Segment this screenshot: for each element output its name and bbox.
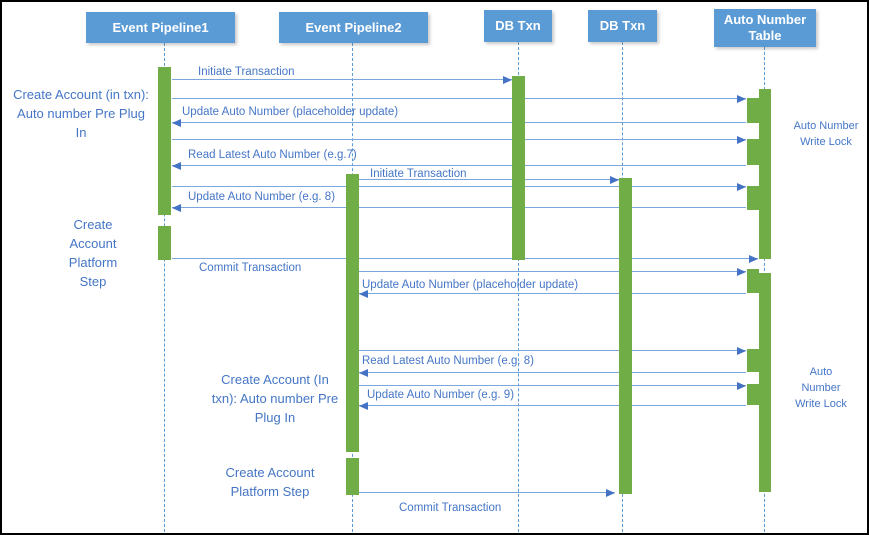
annotation-label: Create Account Platform Step [68,217,118,289]
message-label: Read Latest Auto Number (e.g. 8) [362,355,534,367]
arrowhead-icon [503,76,512,84]
arrowhead-icon [359,290,368,298]
arrowhead-icon [610,176,619,184]
lifeline-event-pipeline-1 [164,43,165,532]
arrowhead-icon [737,136,746,144]
annotation-label: Create Account (in txn): Auto number Pre… [13,87,149,140]
message-arrow [359,350,746,351]
arrowhead-icon [737,382,746,390]
activation-bar [512,76,525,260]
message-arrow [359,372,746,373]
arrowhead-icon [737,268,746,276]
lock-bar [747,98,759,123]
message-label: Read Latest Auto Number (e.g.7) [188,149,357,161]
activation-bar [158,226,171,260]
annotation-label: Create Account (In txn): Auto number Pre… [211,372,339,425]
message-arrow [172,258,758,259]
message-label: Initiate Transaction [198,66,295,78]
activation-bar [619,178,632,494]
message-arrow [172,165,746,166]
message-arrow [359,405,746,406]
activation-bar [346,458,359,495]
message-arrow [172,122,746,123]
lock-bar [747,269,759,293]
message-label: Update Auto Number (e.g. 8) [188,191,336,203]
message-label: Commit Transaction [199,262,302,274]
message-arrow [172,186,746,187]
annotation-label: Auto Number Write Lock [795,366,847,410]
activation-bar [759,273,771,492]
lock-bar [747,186,759,210]
actor-auto-number-table: Auto Number Table [714,9,816,47]
annotation-label: Auto Number Write Lock [793,120,859,148]
message-label: Commit Transaction [399,502,502,514]
message-arrow [359,293,746,294]
message-arrow [359,179,619,180]
actor-event-pipeline-1: Event Pipeline1 [86,12,235,43]
message-label: Update Auto Number (e.g. 9) [367,389,515,401]
message-arrow [172,139,746,140]
message-arrow [172,79,512,80]
arrowhead-icon [749,255,758,263]
message-arrow [172,207,746,208]
lock-bar [747,384,759,405]
arrowhead-icon [359,369,368,377]
activation-bar [346,174,359,452]
lifeline-db-txn-1 [518,42,519,532]
arrowhead-icon [737,183,746,191]
actor-db-txn-2: DB Txn [588,10,657,42]
lock-bar [747,349,759,372]
activation-bar [158,67,171,215]
message-arrow [172,98,746,99]
message-arrow [359,271,746,272]
arrowhead-icon [359,402,368,410]
annotation-label: Create Account Platform Step [225,465,315,499]
arrowhead-icon [172,204,181,212]
actor-db-txn-1: DB Txn [484,10,552,42]
arrowhead-icon [606,489,615,497]
message-arrow [359,492,615,493]
lock-bar [747,139,759,165]
arrowhead-icon [172,119,181,127]
message-arrow [359,385,746,386]
message-label: Update Auto Number (placeholder update) [362,279,579,291]
message-label: Initiate Transaction [370,168,467,180]
actor-event-pipeline-2: Event Pipeline2 [279,12,428,43]
arrowhead-icon [737,347,746,355]
arrowhead-icon [172,162,181,170]
arrowhead-icon [737,95,746,103]
message-label: Update Auto Number (placeholder update) [182,106,399,118]
activation-bar [759,89,771,259]
